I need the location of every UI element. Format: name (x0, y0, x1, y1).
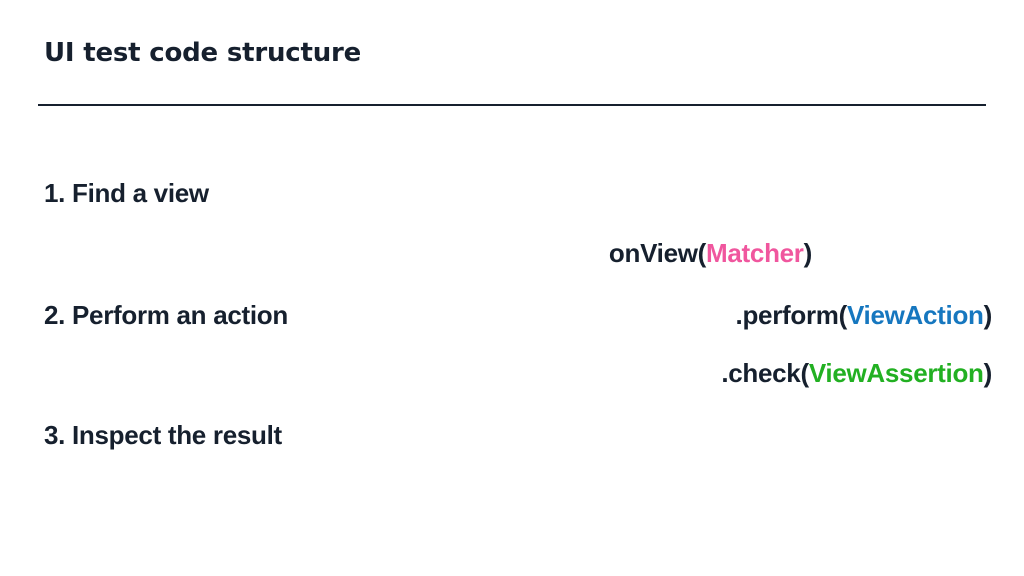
step-item-2: 2. Perform an action (44, 300, 288, 330)
code-token-prefix: .perform( (735, 300, 848, 330)
code-token-suffix: ) (983, 300, 993, 330)
code-token-matcher: Matcher (706, 238, 804, 268)
title-divider (38, 104, 986, 106)
code-token-suffix: ) (803, 238, 813, 268)
step-item-3: 3. Inspect the result (44, 420, 282, 450)
code-token-viewassertion: ViewAssertion (808, 358, 984, 388)
code-line-perform: .perform(ViewAction) (735, 300, 993, 330)
code-token-prefix: onView( (608, 238, 707, 268)
code-line-check: .check(ViewAssertion) (721, 360, 992, 386)
code-token-suffix: ) (983, 358, 993, 388)
code-token-prefix: .check( (721, 358, 809, 388)
code-line-onview: onView(Matcher) (609, 240, 812, 266)
step-item-1: 1. Find a view (44, 178, 209, 208)
code-token-viewaction: ViewAction (846, 300, 984, 330)
page-title: UI test code structure (44, 38, 362, 68)
slide-content: 1. Find a view 2. Perform an action 3. I… (0, 132, 1024, 532)
